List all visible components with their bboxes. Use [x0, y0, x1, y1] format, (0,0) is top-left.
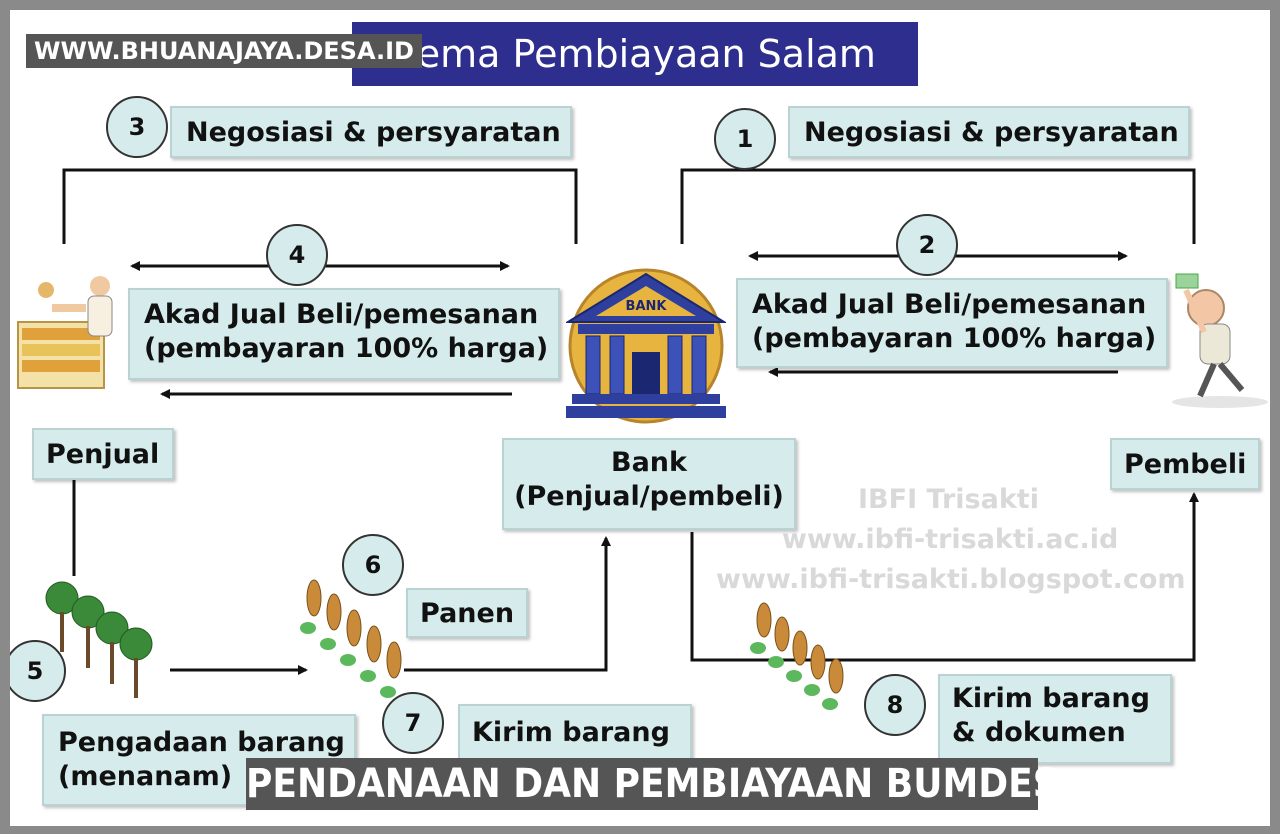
step-6-badge: 6 [342, 534, 404, 596]
step-7-label: Kirim barang [472, 717, 670, 748]
crops-icon-right [750, 602, 844, 710]
step-7-badge: 7 [382, 692, 444, 754]
step-5-label-line-2: (menanam) [58, 761, 233, 792]
pembeli-box: Pembeli [1110, 438, 1260, 490]
step-2-label-line-2: (pembayaran 100% harga) [752, 323, 1157, 354]
seller-icon [17, 276, 113, 389]
bank-label-line-1: Bank [611, 447, 687, 478]
diagram-title: Skema Pembiayaan Salam [352, 22, 918, 86]
bracket-step-3 [62, 168, 578, 244]
watermark-line-3: www.ibfi-trisakti.blogspot.com [716, 564, 1186, 595]
arrow-step-7 [404, 536, 611, 672]
step-8-badge: 8 [864, 674, 926, 736]
penjual-label: Penjual [46, 439, 160, 470]
step-5-badge: 5 [10, 640, 66, 702]
arrow-step-8 [690, 492, 1199, 662]
step-3-label-box: Negosiasi & persyaratan [170, 106, 572, 158]
bank-sign-text: BANK [626, 299, 668, 314]
caption-banner: PENDANAAN DAN PEMBIAYAAN BUMDES [246, 758, 1059, 810]
trees-icon [45, 581, 153, 698]
step-5-label-line-1: Pengadaan barang [58, 727, 345, 758]
step-2-label-line-1: Akad Jual Beli/pemesanan [752, 289, 1147, 320]
bank-icon: BANK [566, 268, 726, 424]
step-4-label-box: Akad Jual Beli/pemesanan (pembayaran 100… [128, 288, 560, 380]
step-6-label-box: Panen [406, 588, 528, 638]
step-8-label-line-2: & dokumen [952, 717, 1126, 748]
bracket-step-1 [680, 168, 1196, 244]
step-7-label-box: Kirim barang [458, 704, 692, 760]
step-4-label-line-1: Akad Jual Beli/pemesanan [144, 299, 539, 330]
step-3-badge: 3 [106, 96, 168, 158]
watermark-line-2: www.ibfi-trisakti.ac.id [782, 524, 1119, 555]
step-6-label: Panen [420, 598, 515, 629]
bank-label-line-2: (Penjual/pembeli) [514, 481, 784, 512]
step-1-label-box: Negosiasi & persyaratan [788, 106, 1190, 158]
step-1-label: Negosiasi & persyaratan [804, 117, 1179, 148]
step-4-label-line-2: (pembayaran 100% harga) [144, 333, 549, 364]
site-watermark-label: WWW.BHUANAJAYA.DESA.ID [26, 34, 422, 68]
step-4-badge: 4 [266, 224, 328, 286]
buyer-icon [1172, 273, 1268, 408]
step-2-label-box: Akad Jual Beli/pemesanan (pembayaran 100… [736, 278, 1168, 368]
step-2-badge: 2 [896, 214, 958, 276]
bank-box: Bank (Penjual/pembeli) [502, 438, 796, 530]
penjual-box: Penjual [32, 428, 174, 480]
step-3-label: Negosiasi & persyaratan [186, 117, 561, 148]
step-1-badge: 1 [714, 108, 776, 170]
pembeli-label: Pembeli [1124, 449, 1247, 480]
crops-icon-left [300, 579, 402, 698]
step-8-label-box: Kirim barang & dokumen [938, 674, 1172, 764]
step-8-label-line-1: Kirim barang [952, 683, 1150, 714]
watermark-line-1: IBFI Trisakti [858, 484, 1039, 515]
diagram-canvas: Skema Pembiayaan Salam IBFI Trisakti www… [10, 10, 1270, 826]
